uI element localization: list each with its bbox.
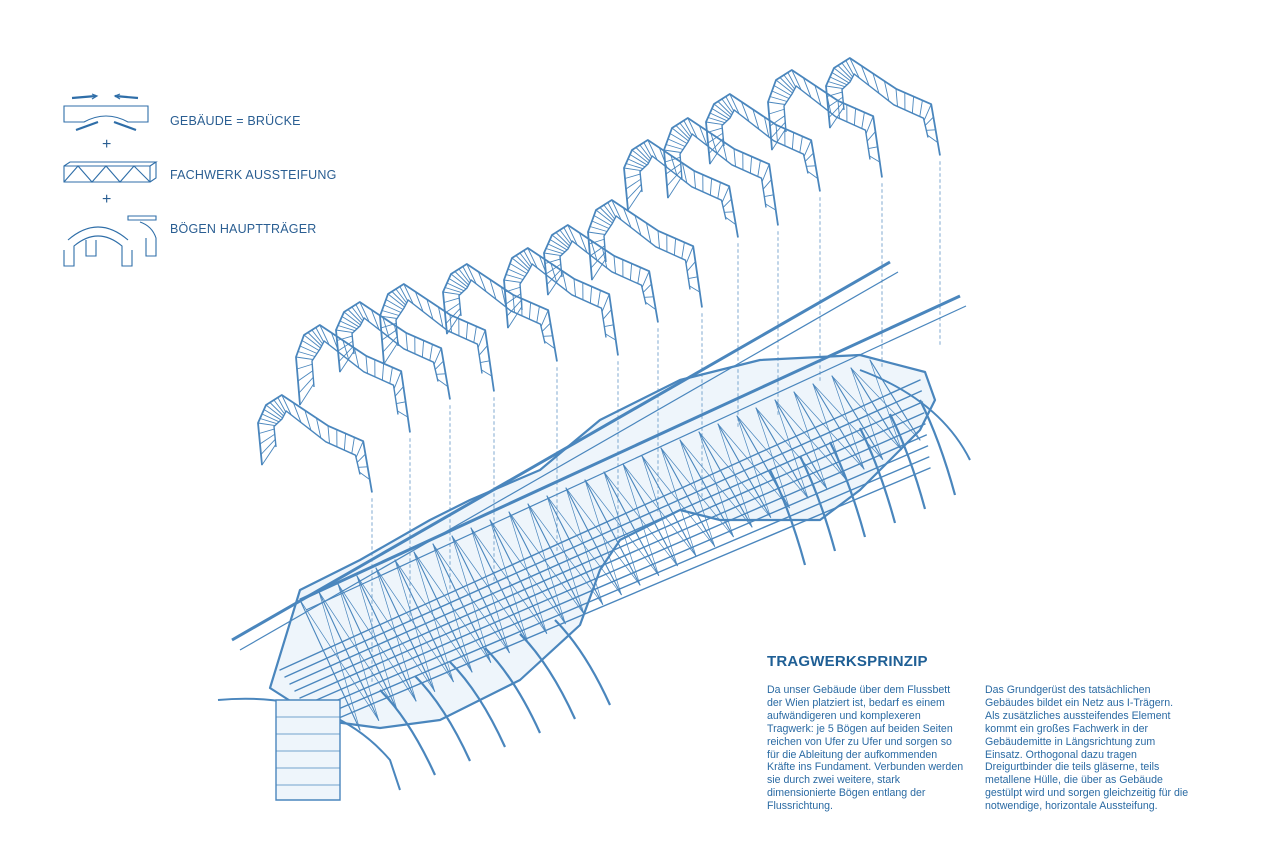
structure-drawing [217, 57, 971, 801]
bridge-building-icon [63, 93, 149, 132]
truss-icon [63, 161, 158, 183]
roof-trusses [257, 57, 941, 683]
section-title: TRAGWERKSPRINZIP [767, 653, 928, 670]
floor-grid [268, 353, 937, 731]
legend-label-truss: FACHWERK AUSSTEIFUNG [170, 168, 337, 182]
projection-lines [371, 161, 941, 683]
legend-icons [63, 93, 158, 267]
arch-icon [63, 215, 157, 267]
lower-arch-ribs [275, 399, 957, 801]
description-right: Das Grundgerüst des tatsächlichen Gebäud… [985, 684, 1189, 813]
legend-plus-2: + [102, 191, 112, 208]
description-left: Da unser Gebäude über dem Flussbett der … [767, 684, 964, 813]
legend-label-building-bridge: GEBÄUDE = BRÜCKE [170, 114, 301, 128]
legend-label-arches: BÖGEN HAUPTTRÄGER [170, 222, 317, 236]
legend-plus-1: + [102, 136, 112, 153]
